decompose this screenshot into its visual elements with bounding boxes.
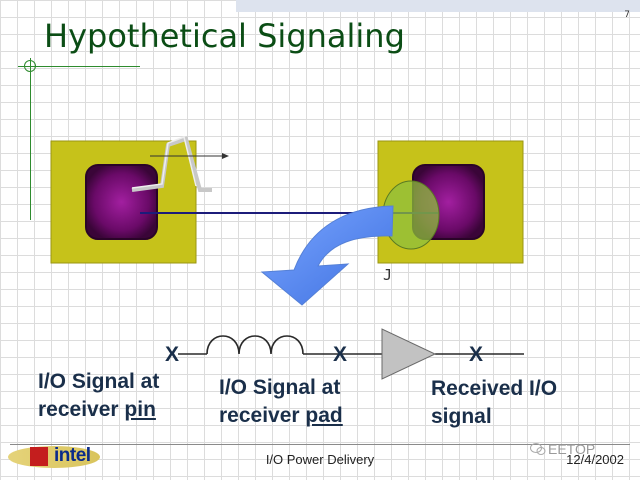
- watermark-text: EETOP: [548, 441, 596, 457]
- intel-logo: intel: [8, 445, 100, 470]
- label-pin: I/O Signal at receiver pin: [38, 368, 159, 424]
- label-pin-word: pin: [124, 398, 156, 421]
- x-mark-pad: X: [333, 343, 348, 366]
- label-pad-line1: I/O Signal at: [219, 376, 341, 399]
- title-rule-circle: [24, 60, 36, 72]
- label-received: Received I/O signal: [431, 375, 557, 431]
- curved-arrow: [260, 205, 394, 306]
- circuit: [178, 335, 524, 355]
- label-pad-prefix: receiver: [219, 404, 306, 427]
- label-pad: I/O Signal at receiver pad: [219, 374, 343, 430]
- footer-date: 12/4/2002: [566, 452, 624, 467]
- left-die: [85, 164, 158, 240]
- slide-title: Hypothetical Signaling: [44, 17, 405, 55]
- footer-title: I/O Power Delivery: [265, 452, 375, 467]
- chat-watermark-icon: [530, 443, 546, 455]
- logo-chip-icon: [30, 447, 48, 466]
- label-pad-line2: receiver pad: [219, 402, 343, 430]
- x-mark-received: X: [469, 343, 484, 366]
- j-marker: J: [383, 266, 393, 284]
- receiver-buffer: [381, 328, 437, 380]
- label-received-line2: signal: [431, 405, 492, 428]
- label-pin-prefix: receiver: [38, 398, 125, 421]
- top-accent-bar: [236, 0, 640, 12]
- slide-number: 7: [624, 10, 630, 20]
- logo-wordmark: intel: [54, 445, 91, 466]
- x-mark-pin: X: [165, 343, 180, 366]
- pulse-waveform: [131, 136, 229, 192]
- label-received-line1: Received I/O: [431, 377, 558, 400]
- title-rule-vertical: [30, 58, 31, 220]
- label-pin-line1: I/O Signal at: [38, 370, 160, 393]
- label-pin-line2: receiver pin: [38, 396, 159, 424]
- label-pad-word: pad: [305, 404, 343, 427]
- title-rule-horizontal: [18, 66, 140, 67]
- footer-divider: [10, 444, 630, 445]
